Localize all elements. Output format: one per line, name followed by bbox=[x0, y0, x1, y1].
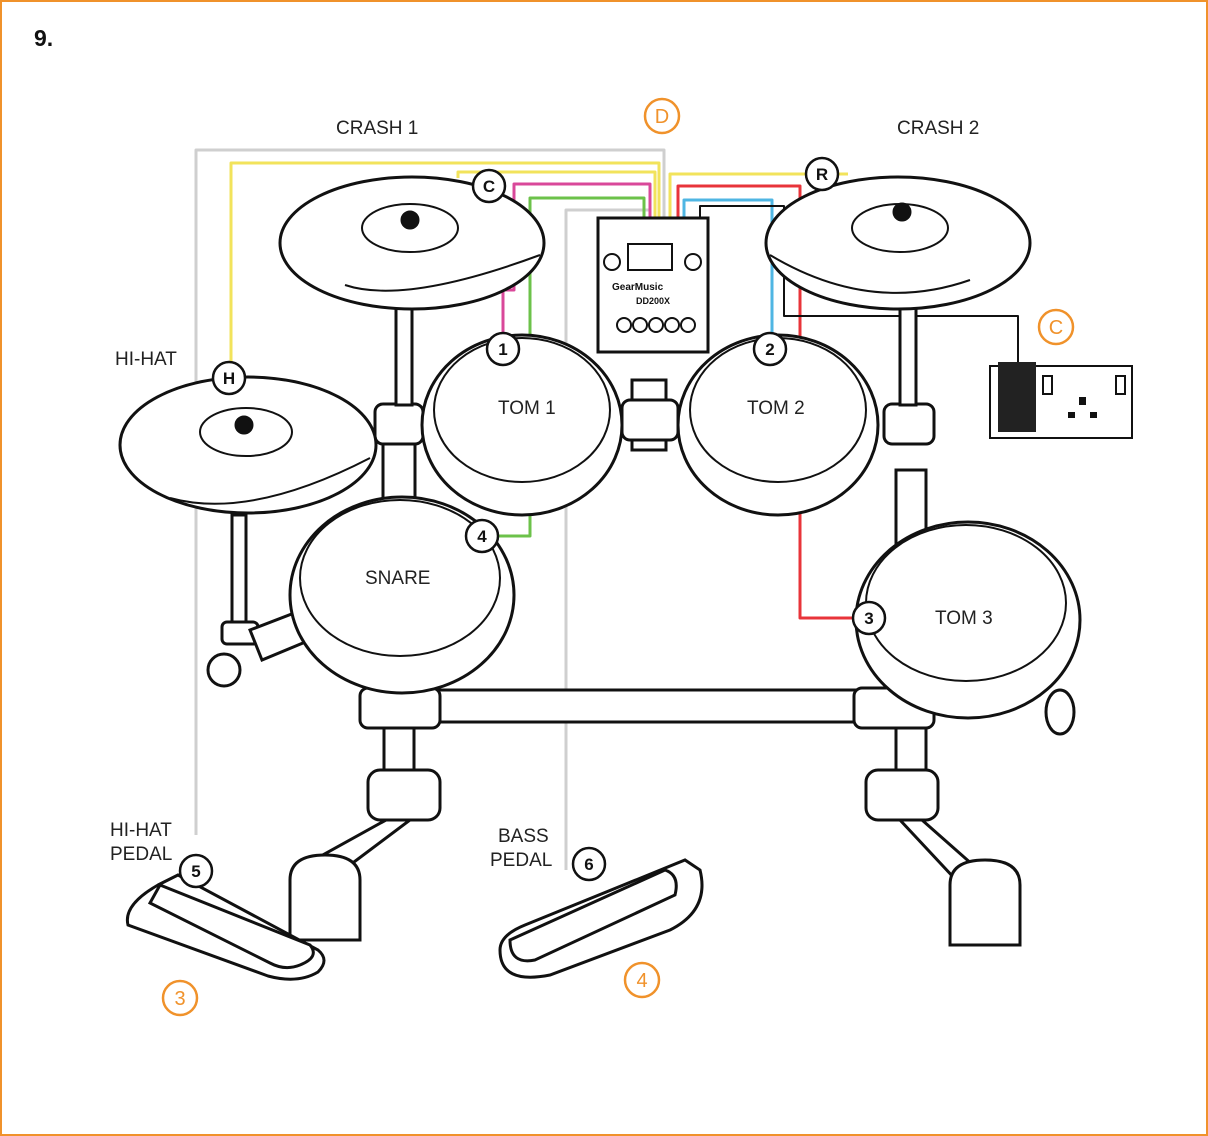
callout-d-circle bbox=[643, 97, 681, 135]
module-knob-left bbox=[603, 253, 621, 271]
left-foot bbox=[288, 853, 362, 942]
label-bass-pedal-line2: PEDAL bbox=[490, 850, 552, 871]
module-display bbox=[627, 243, 673, 271]
marker-5-circle bbox=[178, 853, 214, 889]
marker-1-circle bbox=[485, 331, 521, 367]
right-leg-clamp bbox=[864, 768, 940, 822]
orange-callouts: D C 3 4 bbox=[161, 97, 1075, 1017]
module-buttons bbox=[616, 317, 696, 333]
marker-r-circle bbox=[804, 156, 840, 192]
socket-pin-right bbox=[1090, 412, 1097, 418]
label-hihat: HI-HAT bbox=[115, 349, 177, 370]
label-hihat-pedal-line1: HI-HAT bbox=[110, 820, 172, 841]
label-tom2: TOM 2 bbox=[747, 398, 805, 419]
center-clamp bbox=[620, 398, 680, 442]
hihat-cable bbox=[229, 161, 661, 370]
drum-module: GearMusic DD200X bbox=[596, 216, 710, 354]
tom1-pad-head bbox=[433, 337, 611, 483]
socket-switch bbox=[1042, 375, 1053, 395]
module-brand: GearMusic bbox=[612, 282, 664, 293]
input-markers: C R H 1 2 3 4 5 6 bbox=[178, 156, 887, 889]
tom3-cable bbox=[676, 184, 862, 620]
callout-c-circle bbox=[1037, 308, 1075, 346]
tom3-pad-head bbox=[865, 524, 1067, 682]
marker-c: C bbox=[483, 177, 495, 196]
label-crash2: CRASH 2 bbox=[897, 118, 979, 139]
step-number: 9. bbox=[34, 25, 53, 51]
marker-h-circle bbox=[211, 360, 247, 396]
right-foot bbox=[948, 858, 1022, 947]
hihat-edge-line bbox=[169, 457, 371, 505]
crash1-stem bbox=[394, 298, 414, 407]
marker-2-circle bbox=[752, 331, 788, 367]
marker-1: 1 bbox=[498, 340, 507, 359]
hihat-nut bbox=[234, 415, 254, 435]
label-tom1: TOM 1 bbox=[498, 398, 556, 419]
label-hihat-pedal-line2: PEDAL bbox=[110, 844, 172, 865]
label-tom3: TOM 3 bbox=[935, 608, 993, 629]
pedals bbox=[125, 858, 704, 981]
marker-6: 6 bbox=[584, 855, 593, 874]
rack-crossbar bbox=[378, 688, 902, 724]
socket-switch-2 bbox=[1115, 375, 1126, 395]
upper-clamp-right bbox=[882, 402, 936, 446]
marker-4-circle bbox=[464, 518, 500, 554]
bass-pedal-footboard bbox=[508, 868, 678, 963]
hihat-pedal-footboard bbox=[147, 883, 315, 970]
snare-pad-head bbox=[299, 499, 501, 657]
module-knob-right bbox=[684, 253, 702, 271]
callout-3-circle bbox=[161, 979, 199, 1017]
marker-6-circle bbox=[571, 846, 607, 882]
label-snare: SNARE bbox=[365, 568, 430, 589]
hihat-arm-end bbox=[206, 652, 242, 688]
label-crash1: CRASH 1 bbox=[336, 118, 418, 139]
crash2-cable bbox=[668, 172, 848, 218]
callout-c: C bbox=[1049, 317, 1063, 339]
left-leg-clamp bbox=[366, 768, 442, 822]
power-outlet bbox=[989, 362, 1133, 439]
crash2-stem bbox=[898, 298, 918, 407]
callout-4: 4 bbox=[636, 970, 647, 992]
marker-3: 3 bbox=[864, 609, 873, 628]
socket-pin-top bbox=[1079, 397, 1086, 405]
crash2-nut bbox=[892, 202, 912, 222]
crash1-cable bbox=[456, 170, 657, 218]
marker-r: R bbox=[816, 165, 828, 184]
marker-c-circle bbox=[471, 168, 507, 204]
marker-2: 2 bbox=[765, 340, 774, 359]
callout-d: D bbox=[655, 106, 669, 128]
callout-4-circle bbox=[623, 961, 661, 999]
callout-3: 3 bbox=[174, 988, 185, 1010]
marker-5: 5 bbox=[191, 862, 200, 881]
socket-pin-left bbox=[1068, 412, 1075, 418]
label-bass-pedal-line1: BASS bbox=[498, 826, 549, 847]
hihat-stem bbox=[230, 513, 248, 627]
tom3-side-tube bbox=[1044, 688, 1076, 736]
crash1-edge-line bbox=[344, 254, 541, 292]
power-adapter bbox=[998, 362, 1036, 432]
marker-h: H bbox=[223, 369, 235, 388]
upper-clamp-left bbox=[373, 402, 425, 446]
marker-4: 4 bbox=[477, 527, 487, 546]
pads bbox=[288, 333, 1082, 720]
crash2-edge-line bbox=[769, 254, 971, 294]
snare-cable bbox=[497, 196, 646, 538]
tom2-cable bbox=[682, 198, 774, 336]
crash1-nut bbox=[400, 210, 420, 230]
marker-3-circle bbox=[851, 600, 887, 636]
cymbals bbox=[118, 175, 1032, 515]
module-model: DD200X bbox=[636, 296, 670, 306]
